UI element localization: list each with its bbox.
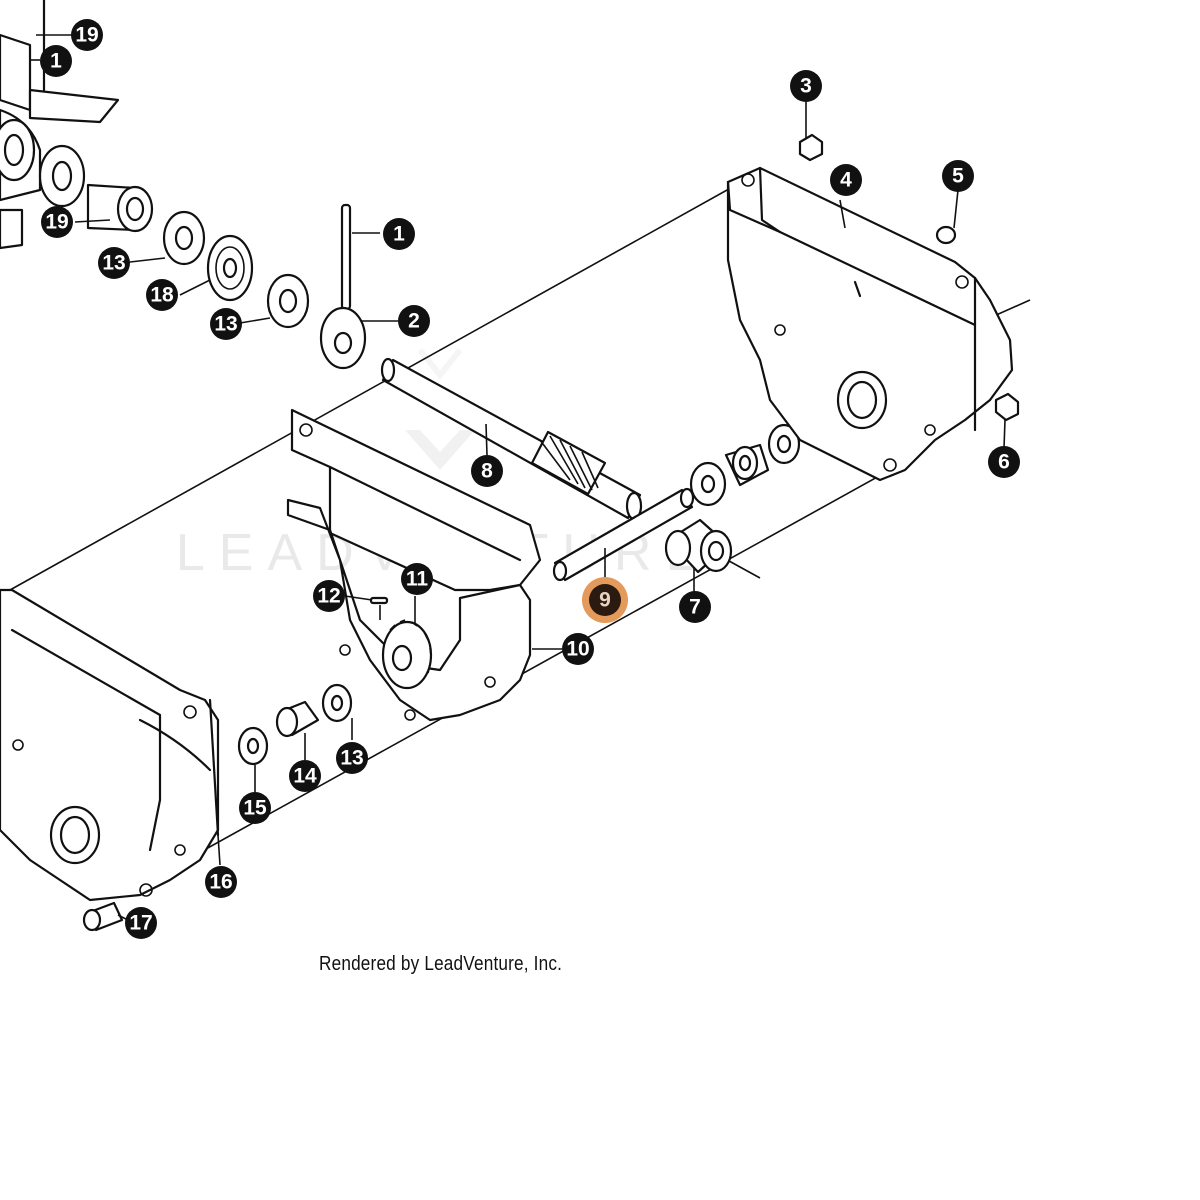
worm-shaft xyxy=(380,357,643,521)
svg-text:12: 12 xyxy=(317,585,340,608)
callout-18[interactable]: 18 xyxy=(146,279,178,311)
nuts xyxy=(798,133,1020,422)
svg-text:19: 19 xyxy=(75,24,98,47)
callout-19-mid[interactable]: 19 xyxy=(41,206,73,238)
svg-text:14: 14 xyxy=(293,765,317,788)
svg-text:18: 18 xyxy=(150,284,174,307)
svg-text:1: 1 xyxy=(50,50,62,73)
callout-1-top[interactable]: 1 xyxy=(40,45,72,77)
callout-13-middle[interactable]: 13 xyxy=(210,308,242,340)
callout-17[interactable]: 17 xyxy=(125,907,157,939)
svg-text:10: 10 xyxy=(566,638,589,661)
svg-text:19: 19 xyxy=(45,211,68,234)
svg-text:13: 13 xyxy=(102,252,125,275)
right-washers xyxy=(689,423,801,507)
leader-lines xyxy=(30,34,1006,921)
gasket-part-10 xyxy=(290,408,542,592)
svg-text:15: 15 xyxy=(243,797,267,820)
svg-text:11: 11 xyxy=(406,568,429,591)
svg-text:9: 9 xyxy=(599,589,611,612)
rod-part-9 xyxy=(552,487,695,582)
svg-text:17: 17 xyxy=(129,912,152,935)
pin-and-washer xyxy=(319,203,367,370)
callout-8[interactable]: 8 xyxy=(471,455,503,487)
callout-13-lower[interactable]: 13 xyxy=(336,742,368,774)
svg-text:3: 3 xyxy=(800,75,812,98)
callout-13-upper[interactable]: 13 xyxy=(98,247,130,279)
svg-text:6: 6 xyxy=(998,451,1010,474)
gear-plate xyxy=(286,498,532,722)
svg-text:16: 16 xyxy=(209,871,232,894)
svg-text:13: 13 xyxy=(340,747,363,770)
svg-text:8: 8 xyxy=(481,460,493,483)
callout-7[interactable]: 7 xyxy=(679,591,711,623)
callout-14[interactable]: 14 xyxy=(289,760,321,792)
svg-text:2: 2 xyxy=(408,310,420,333)
svg-text:5: 5 xyxy=(952,165,964,188)
callout-10[interactable]: 10 xyxy=(562,633,594,665)
callout-2[interactable]: 2 xyxy=(398,305,430,337)
svg-text:7: 7 xyxy=(689,596,701,619)
render-credit: Rendered by LeadVenture, Inc. xyxy=(319,953,563,975)
callout-11[interactable]: 11 xyxy=(401,563,433,595)
callout-6[interactable]: 6 xyxy=(988,446,1020,478)
top-left-assembly xyxy=(0,0,310,329)
callout-16[interactable]: 16 xyxy=(205,866,237,898)
svg-text:1: 1 xyxy=(393,223,405,246)
callout-5[interactable]: 5 xyxy=(942,160,974,192)
callout-group: 19 1 19 13 18 13 1 2 3 4 5 6 8 9 7 10 11… xyxy=(40,19,1020,939)
callout-15[interactable]: 15 xyxy=(239,792,271,824)
callout-3[interactable]: 3 xyxy=(790,70,822,102)
bushing-part-7 xyxy=(664,518,733,574)
left-gear-housing xyxy=(0,588,220,932)
callout-4[interactable]: 4 xyxy=(830,164,862,196)
callout-19-top[interactable]: 19 xyxy=(71,19,103,51)
svg-text:13: 13 xyxy=(214,313,237,336)
callout-1-pin[interactable]: 1 xyxy=(383,218,415,250)
small-parts-lower xyxy=(237,683,353,766)
gear-part-11 xyxy=(369,596,433,690)
callout-9-highlighted[interactable]: 9 xyxy=(582,577,628,623)
right-gear-housing xyxy=(726,166,1014,482)
callout-12[interactable]: 12 xyxy=(313,580,345,612)
svg-text:4: 4 xyxy=(840,169,852,192)
